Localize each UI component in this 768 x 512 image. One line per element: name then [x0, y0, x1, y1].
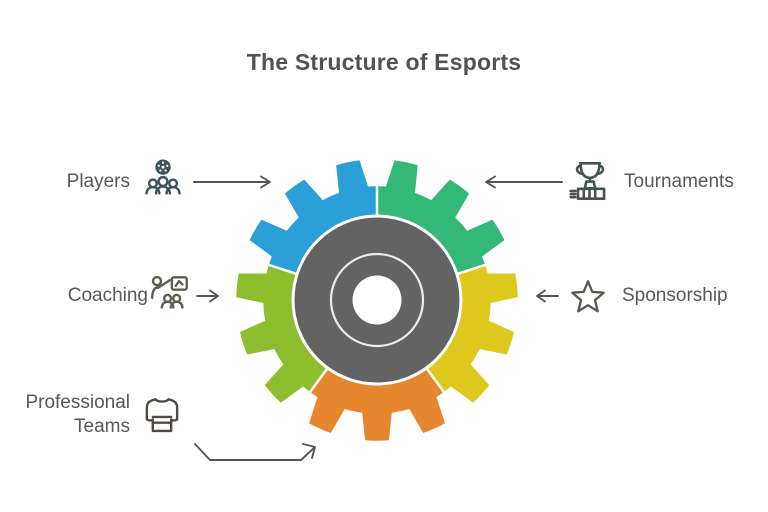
label-players: Players [66, 171, 130, 192]
label-coaching: Coaching [67, 285, 148, 306]
players-arrow [192, 174, 278, 190]
gear-divider [452, 263, 486, 277]
players-icon [140, 158, 186, 204]
gear-hub-hole [352, 275, 402, 325]
gear-divider [268, 263, 302, 277]
gear-divider [308, 363, 331, 393]
star-icon [566, 274, 610, 318]
label-sponsorship: Sponsorship [622, 285, 728, 306]
sponsorship-arrow [530, 288, 560, 304]
label-professional-teams: Professional Teams [25, 392, 130, 437]
professional-teams-arrow [190, 438, 325, 468]
tournaments-arrow [478, 174, 564, 190]
page-title: The Structure of Esports [246, 49, 522, 75]
gear-hub-ring [329, 252, 425, 348]
trophy-icon [565, 156, 615, 206]
coaching-arrow [195, 288, 225, 304]
gear-diagram [236, 160, 518, 441]
gear-divider [423, 363, 446, 393]
coaching-icon [146, 272, 192, 318]
label-tournaments: Tournaments [624, 171, 734, 192]
jersey-icon [139, 392, 185, 438]
